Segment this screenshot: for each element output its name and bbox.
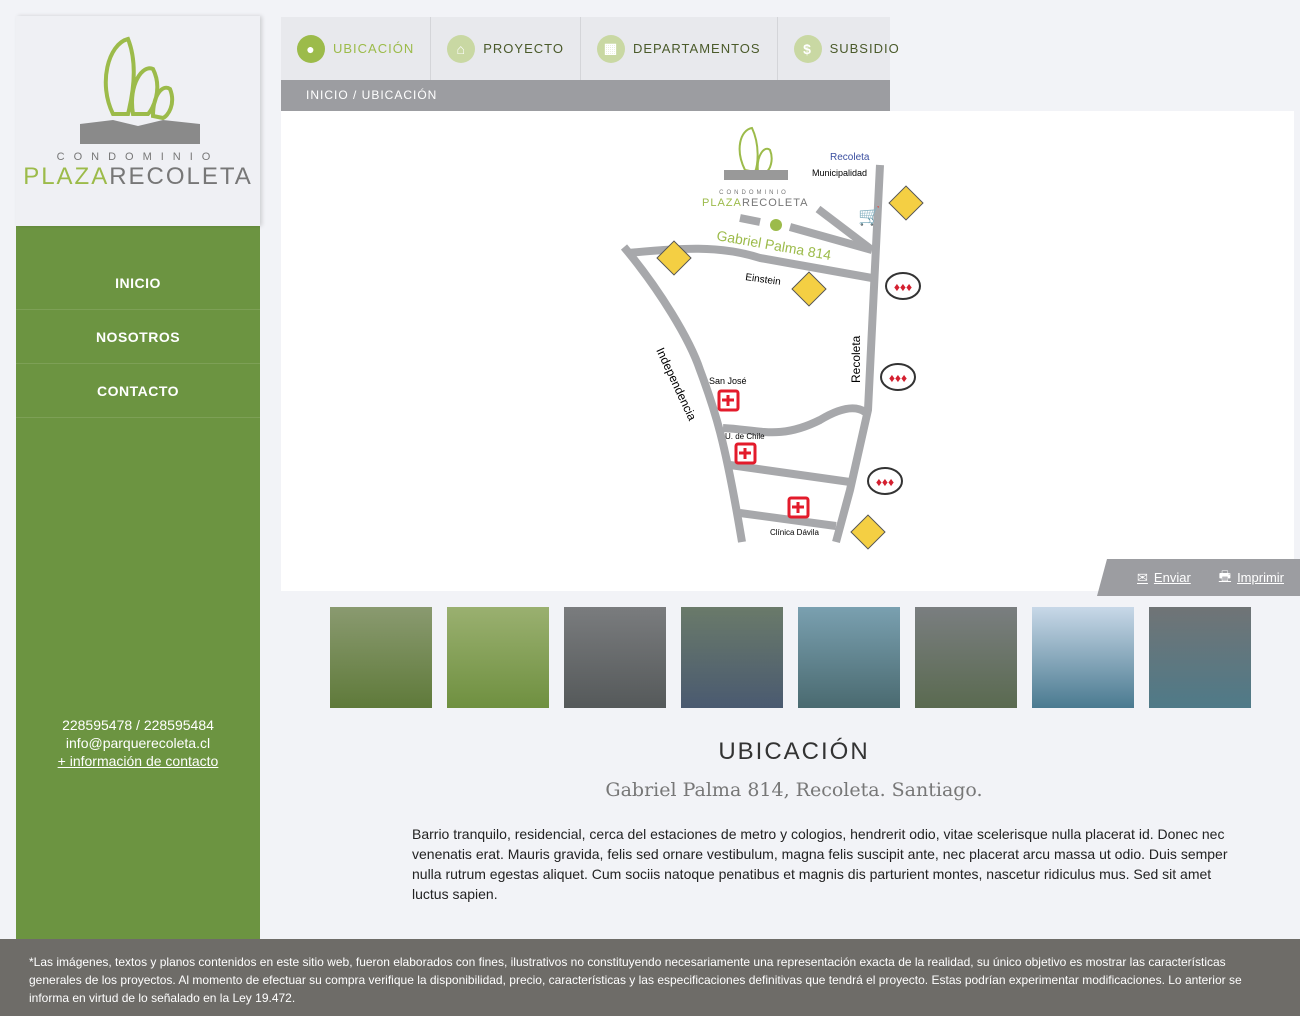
- phones: 228595478 / 228595484: [62, 717, 214, 733]
- printer-icon: 🖶: [1218, 567, 1232, 583]
- metro-icon: [880, 363, 916, 391]
- gallery-thumb[interactable]: [564, 607, 666, 708]
- map-san-jose: San José: [709, 376, 747, 386]
- print-label: Imprimir: [1237, 570, 1284, 585]
- location-map: Gabriel Palma 814 Einstein Independencia…: [281, 111, 1294, 591]
- logo[interactable]: CONDOMINIO PLAZARECOLETA: [16, 16, 260, 226]
- page-subtitle: Gabriel Palma 814, Recoleta. Santiago.: [605, 779, 983, 801]
- map-einstein: Einstein: [745, 272, 782, 288]
- svg-text:♦♦♦: ♦♦♦: [889, 371, 907, 385]
- metro-icon: [867, 467, 903, 495]
- cart-icon: 🛒: [858, 205, 880, 226]
- map-recoleta-logo: Recoleta: [830, 152, 870, 163]
- logo-subtitle: CONDOMINIO: [56, 151, 220, 163]
- share-bar: ✉ Enviar 🖶 Imprimir: [1097, 559, 1300, 596]
- map-recoleta: Recoleta: [849, 335, 863, 383]
- road-recoleta: [832, 164, 884, 544]
- main-nav: INICIO NOSOTROS CONTACTO: [16, 256, 260, 418]
- map-logo-base: [724, 170, 788, 180]
- gallery-thumb[interactable]: [447, 607, 549, 708]
- tab-label: SUBSIDIO: [829, 41, 900, 56]
- logo-plaza: PLAZA: [23, 163, 110, 190]
- gallery: [330, 607, 1251, 708]
- description: Barrio tranquilo, residencial, cerca del…: [412, 826, 1228, 902]
- home-icon: ⌂: [447, 34, 476, 63]
- send-button[interactable]: ✉ Enviar: [1137, 570, 1191, 586]
- map-u-de-chile: U. de Chile: [725, 432, 765, 441]
- dollar-icon: $: [793, 34, 822, 63]
- nav-inicio[interactable]: INICIO: [16, 256, 260, 310]
- school-icon: [850, 514, 886, 550]
- school-icon: [656, 240, 692, 276]
- logo-trees-icon: [80, 36, 200, 144]
- building-icon: ▦: [596, 34, 625, 63]
- map-clinica-davila: Clínica Dávila: [770, 528, 819, 537]
- contact-info: 228595478 / 228595484 info@parquerecolet…: [16, 716, 260, 770]
- map-logo-plaza: PLAZA: [702, 197, 742, 209]
- metro-icon: [885, 272, 921, 300]
- section-tabs: ● UBICACIÓN ⌂ PROYECTO ▦ DEPARTAMENTOS $ SUB…: [281, 17, 899, 80]
- more-contact-link[interactable]: + información de contacto: [57, 753, 219, 769]
- tab-label: UBICACIÓN: [333, 41, 415, 56]
- send-label: Enviar: [1153, 570, 1191, 585]
- breadcrumb: INICIO / UBICACIÓN: [281, 80, 890, 111]
- tab-label: DEPARTAMENTOS: [632, 41, 761, 56]
- sidebar: CONDOMINIO PLAZARECOLETA INICIO NOSOTROS…: [16, 16, 260, 939]
- road-einstein: [627, 244, 873, 282]
- tab-proyecto[interactable]: ⌂ PROYECTO: [431, 17, 581, 80]
- nav-contacto[interactable]: CONTACTO: [16, 364, 260, 418]
- road-gabriel-palma: [739, 214, 874, 254]
- pin-icon: ●: [297, 34, 325, 63]
- logo-title: PLAZARECOLETA: [16, 163, 260, 191]
- page-title: UBICACIÓN: [718, 738, 870, 765]
- logo-recoleta: RECOLETA: [109, 163, 253, 190]
- tab-departamentos[interactable]: ▦ DEPARTAMENTOS: [581, 17, 778, 80]
- envelope-icon: ✉: [1137, 569, 1148, 585]
- svg-text:♦♦♦: ♦♦♦: [894, 280, 912, 294]
- email[interactable]: info@parquerecoleta.cl: [65, 735, 211, 751]
- tab-label: PROYECTO: [483, 41, 564, 56]
- gallery-thumb[interactable]: [798, 607, 900, 708]
- gallery-thumb[interactable]: [1149, 607, 1251, 708]
- gallery-thumb[interactable]: [1032, 607, 1134, 708]
- map-logo-recoleta: RECOLETA: [742, 197, 808, 209]
- school-icon: [888, 185, 924, 221]
- school-icon: [791, 271, 827, 307]
- nav-nosotros[interactable]: NOSOTROS: [16, 310, 260, 364]
- legal-disclaimer: *Las imágenes, textos y planos contenido…: [0, 939, 1300, 1016]
- tab-subsidio[interactable]: $ SUBSIDIO: [778, 17, 916, 80]
- map-logo-cond: CONDOMINIO: [719, 190, 789, 196]
- print-button[interactable]: 🖶 Imprimir: [1219, 567, 1284, 589]
- map-municipalidad: Municipalidad: [812, 168, 867, 178]
- map-logo-trees: [738, 126, 773, 174]
- svg-text:♦♦♦: ♦♦♦: [876, 475, 894, 489]
- tab-ubicacion[interactable]: ● UBICACIÓN: [281, 17, 432, 80]
- gallery-thumb[interactable]: [681, 607, 783, 708]
- gallery-thumb[interactable]: [330, 607, 432, 708]
- road-independencia: [620, 244, 746, 543]
- gallery-thumb[interactable]: [915, 607, 1017, 708]
